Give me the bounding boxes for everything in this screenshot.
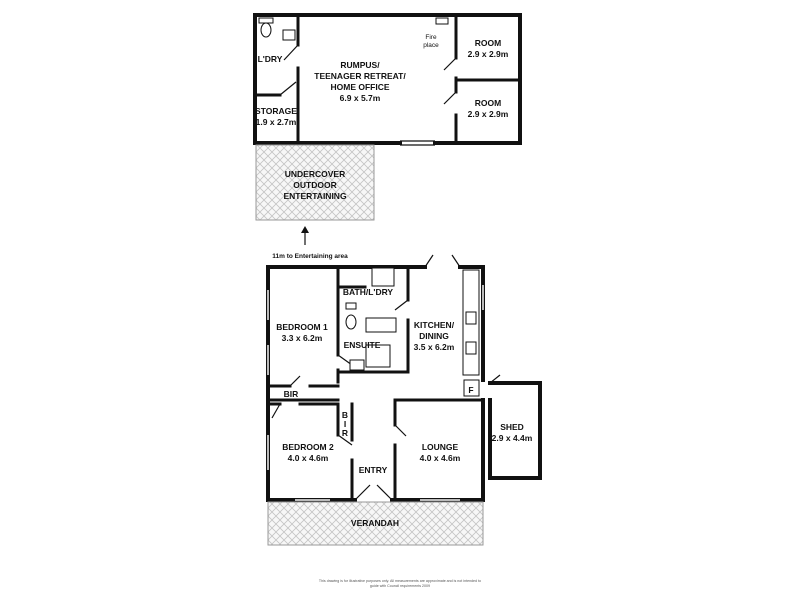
bedroom2-size: 4.0 x 4.6m (288, 453, 329, 463)
fireplace-label-1: Fire (425, 34, 437, 41)
bedroom1-label: BEDROOM 1 (276, 322, 328, 332)
shed: SHED 2.9 x 4.4m (488, 374, 542, 480)
upper-building: RUMPUS/ TEENAGER RETREAT/ HOME OFFICE 6.… (253, 13, 522, 146)
verandah-label: VERANDAH (351, 518, 399, 528)
entry-label: ENTRY (359, 465, 388, 475)
windows (267, 285, 484, 501)
entry-door (354, 484, 393, 501)
lounge-label: LOUNGE (422, 442, 459, 452)
rumpus-size: 6.9 x 5.7m (340, 93, 381, 103)
room-b-size: 2.9 x 2.9m (468, 109, 509, 119)
rumpus-label-2: TEENAGER RETREAT/ (314, 71, 406, 81)
room-b-label: ROOM (475, 98, 501, 108)
bedroom1-size: 3.3 x 6.2m (282, 333, 323, 343)
ensuite-label: ENSUITE (344, 340, 381, 350)
disclaimer-line-1: This drawing is for illustrative purpose… (319, 579, 481, 583)
bir2-letter-1: B (342, 410, 348, 420)
outdoor-entertaining-area: UNDERCOVER OUTDOOR ENTERTAINING (255, 144, 375, 221)
lounge-size: 4.0 x 4.6m (420, 453, 461, 463)
bath-laundry-label: BATH/L'DRY (343, 287, 394, 297)
fireplace-label-2: place (423, 42, 439, 49)
rumpus-label-1: RUMPUS/ (340, 60, 380, 70)
lower-labels: BATH/L'DRY BEDROOM 1 3.3 x 6.2m ENSUITE … (276, 287, 473, 475)
fridge-label: F (468, 385, 473, 395)
shed-size: 2.9 x 4.4m (492, 433, 533, 443)
up-arrow-icon (301, 226, 309, 233)
verandah: VERANDAH (267, 501, 484, 546)
storage-label: STORAGE (255, 106, 297, 116)
kitchen-label-2: DINING (419, 331, 449, 341)
disclaimer-line-2: guide with Council requirements 2009 (370, 584, 430, 588)
bir2-letter-2: I (344, 419, 346, 429)
outdoor-label-1: UNDERCOVER (285, 169, 345, 179)
bir2-letter-3: R (342, 428, 348, 438)
laundry-label: L'DRY (258, 54, 283, 64)
bedroom2-label: BEDROOM 2 (282, 442, 334, 452)
rumpus-label-3: HOME OFFICE (330, 82, 389, 92)
distance-note: 11m to Entertaining area (272, 253, 348, 260)
kitchen-label-1: KITCHEN/ (414, 320, 455, 330)
disclaimer: This drawing is for illustrative purpose… (319, 579, 481, 588)
outdoor-label-2: OUTDOOR (293, 180, 336, 190)
kitchen-size: 3.5 x 6.2m (414, 342, 455, 352)
distance-connector: 11m to Entertaining area (272, 226, 348, 260)
bir1-label: BIR (284, 389, 299, 399)
outdoor-label-3: ENTERTAINING (283, 191, 347, 201)
room-a-size: 2.9 x 2.9m (468, 49, 509, 59)
storage-size: 1.9 x 2.7m (256, 117, 297, 127)
room-a-label: ROOM (475, 38, 501, 48)
shed-label: SHED (500, 422, 524, 432)
